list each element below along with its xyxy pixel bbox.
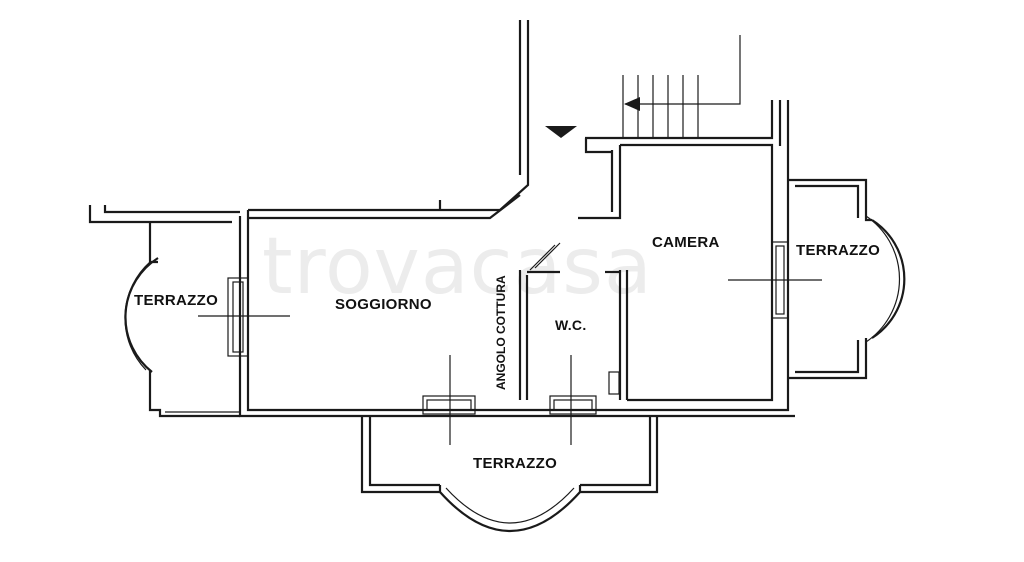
watermark: trovacasa: [262, 222, 653, 312]
terrace-bottom: [360, 416, 659, 533]
terrace-left: [88, 205, 240, 418]
windows: [198, 241, 822, 445]
terrace-right: [788, 178, 906, 380]
room-label-camera: CAMERA: [652, 234, 720, 251]
room-label-terrazzo-bottom: TERRAZZO: [473, 455, 558, 472]
room-label-wc: W.C.: [555, 317, 587, 333]
staircase: [622, 35, 741, 138]
entrance-arrow-icon: [545, 126, 577, 138]
outer-walls: [238, 20, 795, 418]
wc-walls: [518, 242, 620, 400]
camera-walls: [578, 138, 774, 402]
room-label-soggiorno: SOGGIORNO: [335, 296, 432, 313]
room-label-angolo-cottura: ANGOLO COTTURA: [494, 275, 508, 390]
room-label-terrazzo-left: TERRAZZO: [134, 292, 219, 309]
room-label-terrazzo-right: TERRAZZO: [796, 242, 881, 259]
